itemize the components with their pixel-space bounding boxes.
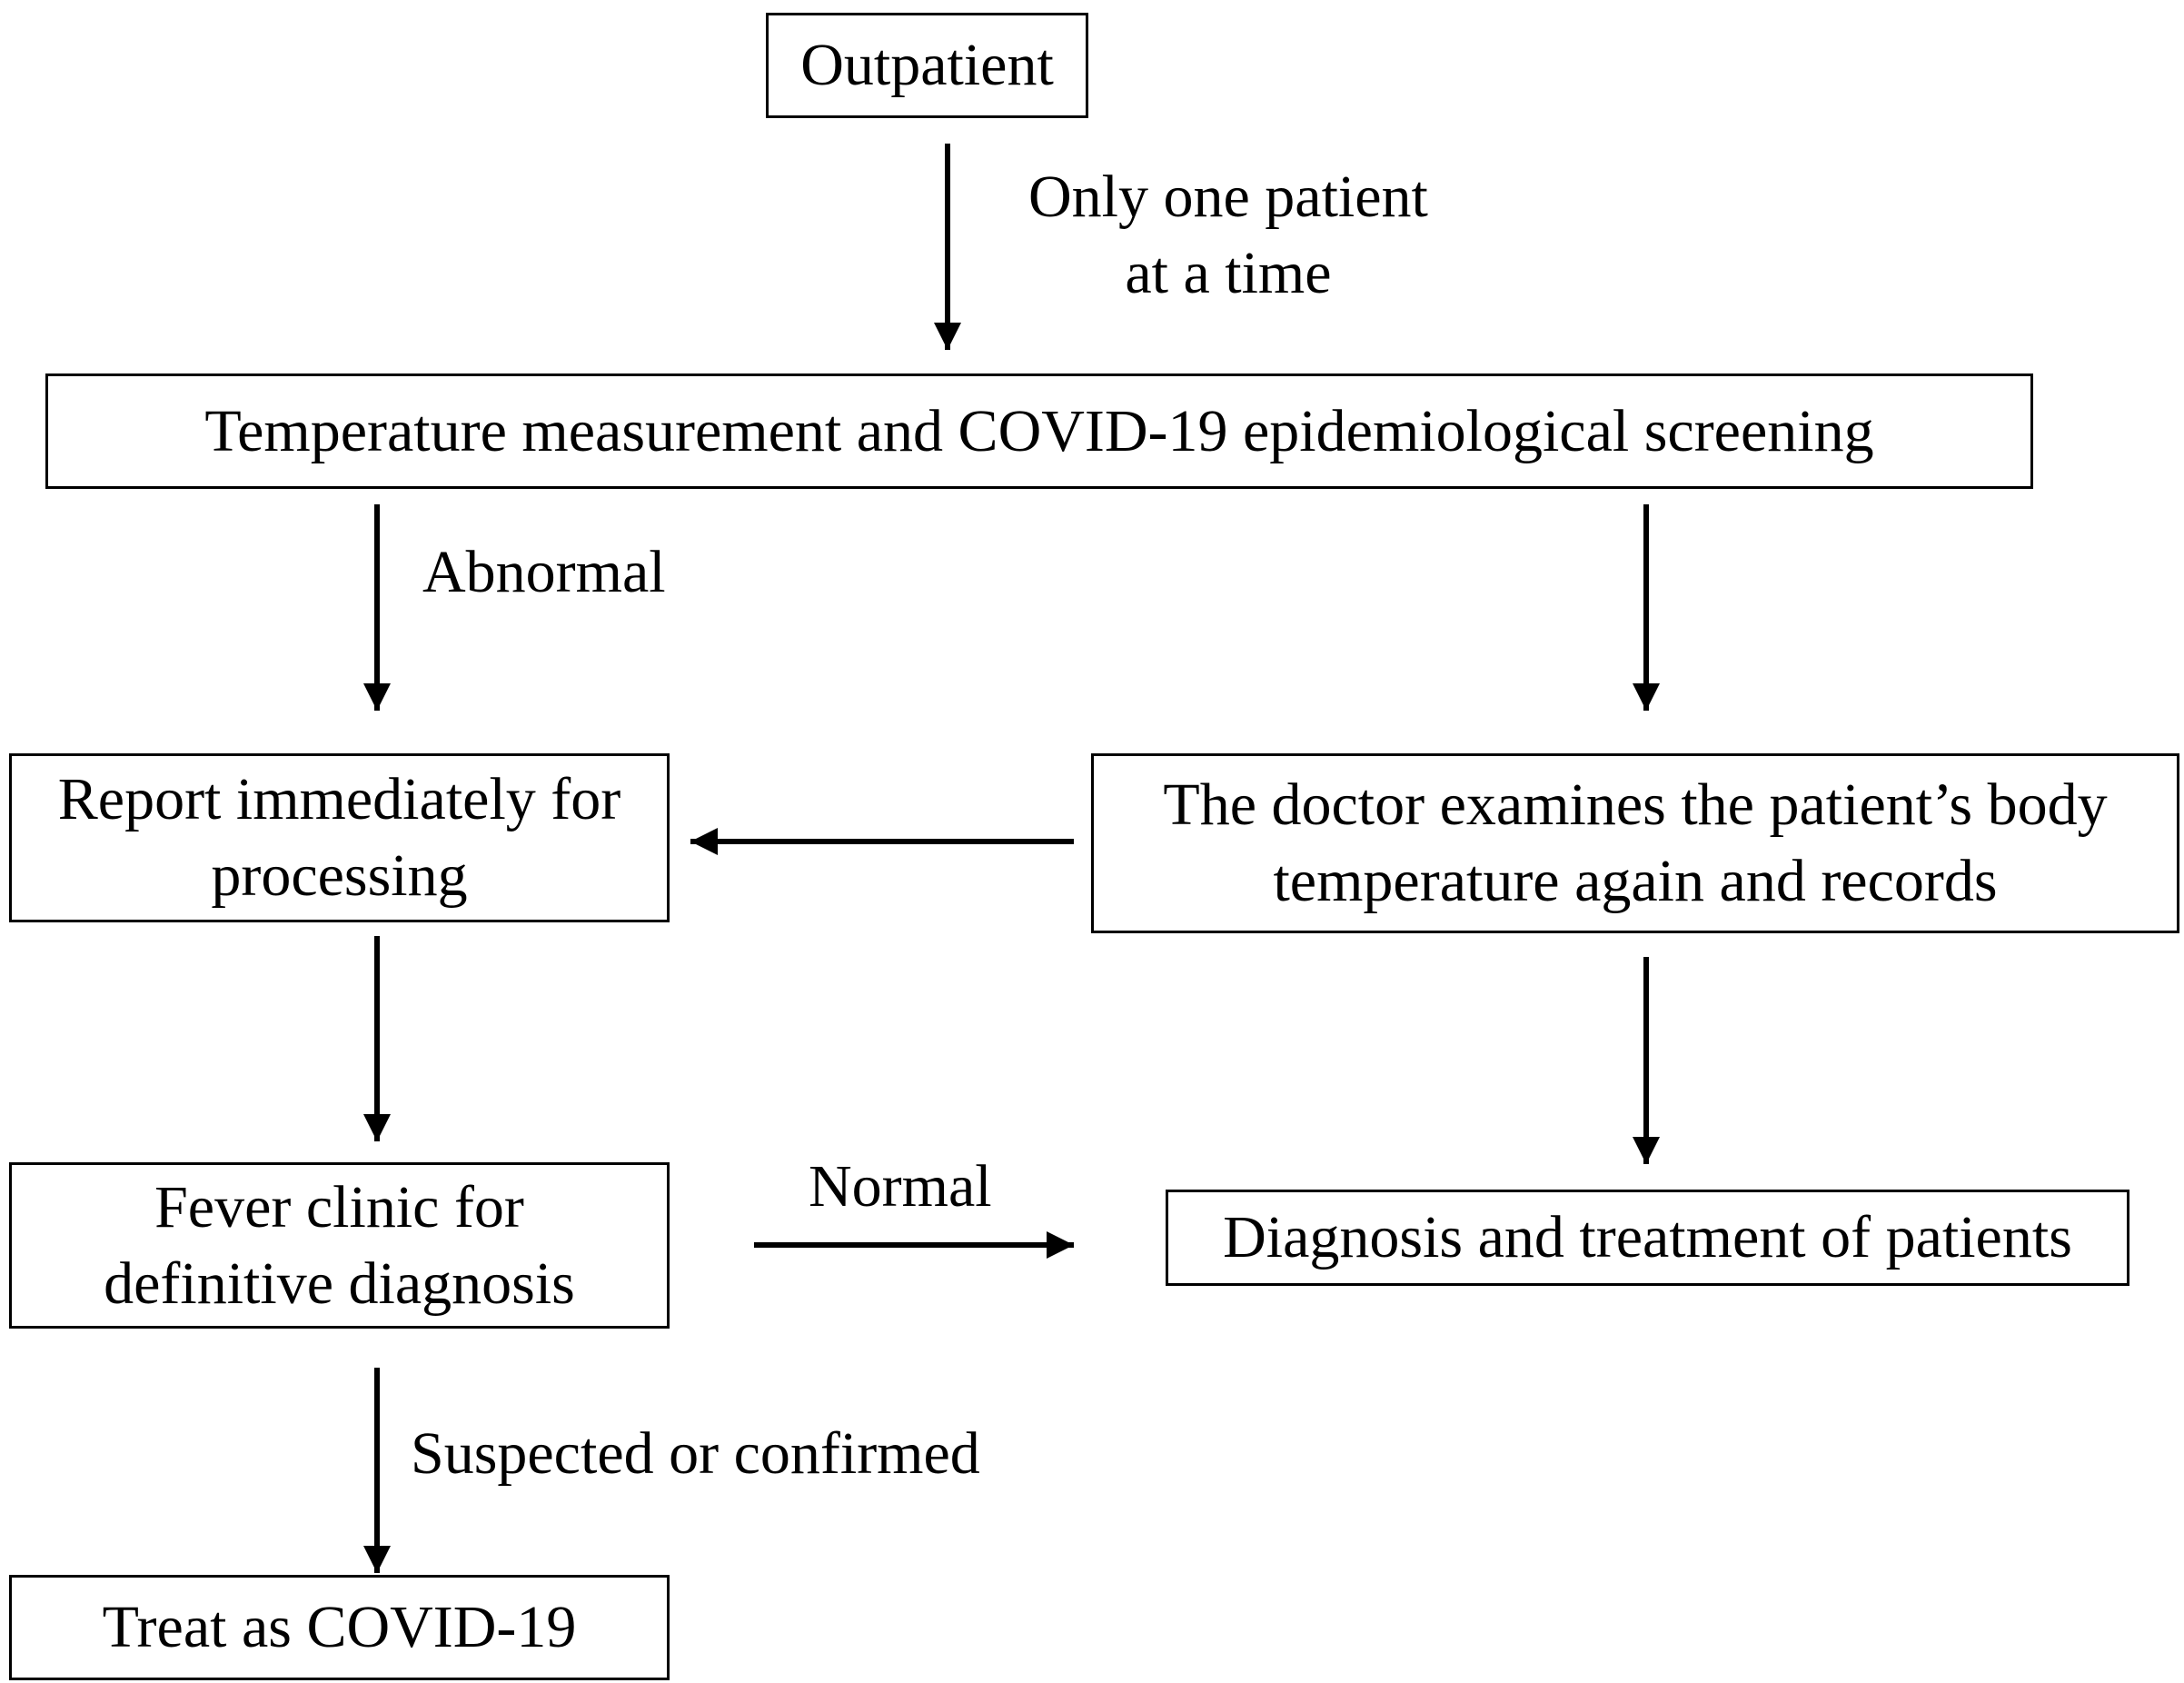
fever-clinic-text-line-1: Fever clinic for	[154, 1173, 524, 1240]
treat-covid-box: Treat as COVID-19	[9, 1575, 670, 1680]
screening-text: Temperature measurement and COVID-19 epi…	[204, 397, 1874, 464]
one-patient-label-line-1: Only one patient	[1028, 164, 1428, 230]
diagnosis-text: Diagnosis and treatment of patients	[1223, 1204, 2072, 1270]
doctor-examination-box: The doctor examines the patient’s body t…	[1091, 753, 2179, 933]
report-box: Report immediately for processing	[9, 753, 670, 922]
treat-text: Treat as COVID-19	[102, 1594, 577, 1660]
doctor-text-line-2: temperature again and records	[1273, 848, 1998, 914]
diagnosis-treatment-box: Diagnosis and treatment of patients	[1166, 1190, 2129, 1286]
report-text-line-1: Report immediately for	[57, 766, 621, 832]
outpatient-text: Outpatient	[800, 32, 1054, 98]
abnormal-label: Abnormal	[422, 539, 666, 605]
one-patient-label: Only one patient at a time	[1028, 159, 1428, 312]
fever-clinic-text-line-2: definitive diagnosis	[104, 1250, 575, 1317]
fever-clinic-box: Fever clinic for definitive diagnosis	[9, 1162, 670, 1329]
one-patient-label-line-2: at a time	[1125, 240, 1332, 306]
report-text-line-2: processing	[211, 842, 468, 909]
screening-box: Temperature measurement and COVID-19 epi…	[45, 373, 2033, 489]
suspected-confirmed-label: Suspected or confirmed	[411, 1420, 980, 1487]
normal-label: Normal	[809, 1153, 992, 1220]
doctor-text-line-1: The doctor examines the patient’s body	[1163, 772, 2108, 838]
outpatient-box: Outpatient	[766, 13, 1088, 118]
